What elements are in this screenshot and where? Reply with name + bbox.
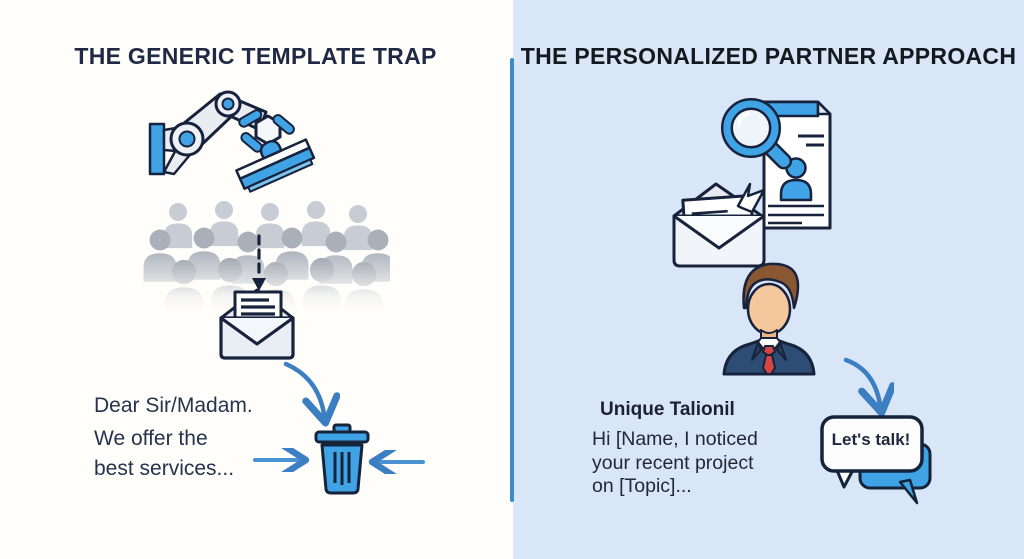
curved-arrow-icon [843, 357, 894, 417]
message-line: on [Topic]... [592, 475, 692, 497]
hair [742, 262, 800, 310]
folded-arrow-icon [736, 182, 766, 214]
robot-stamp-arm-icon [148, 90, 316, 193]
curved-arrow-icon [283, 361, 340, 427]
letter-body-line: We offer the [94, 427, 208, 450]
businessman-avatar-icon [722, 262, 816, 376]
letter-body-line: best services... [94, 457, 235, 480]
trash-can-icon [314, 423, 370, 495]
magnifier-document-icon [720, 97, 832, 230]
panel-divider [510, 58, 514, 502]
left-panel-title: THE GENERIC TEMPLATE TRAP [74, 43, 437, 69]
research-label: Unique Talionil [600, 399, 735, 420]
dashed-down-arrow-icon [252, 234, 266, 291]
tie [762, 345, 776, 375]
magnifier-icon [720, 97, 793, 170]
open-envelope-icon [219, 288, 295, 360]
message-line: Hi [Name, I noticed [592, 428, 758, 450]
chat-bubbles-icon [820, 415, 932, 505]
chat-bubble-white [820, 415, 924, 489]
bubble-label: Let's talk! [831, 430, 911, 449]
personalized-message: Hi [Name, I noticed your recent project … [592, 428, 758, 499]
message-line: your recent project [592, 451, 754, 474]
letter-salutation: Dear Sir/Madam. [94, 394, 253, 417]
letter-body: We offer the best services... [94, 424, 234, 484]
right-panel-title: THE PERSONALIZED PARTNER APPROACH [520, 43, 1017, 69]
arrow-left-icon [368, 450, 425, 474]
arrow-right-icon [253, 448, 310, 472]
